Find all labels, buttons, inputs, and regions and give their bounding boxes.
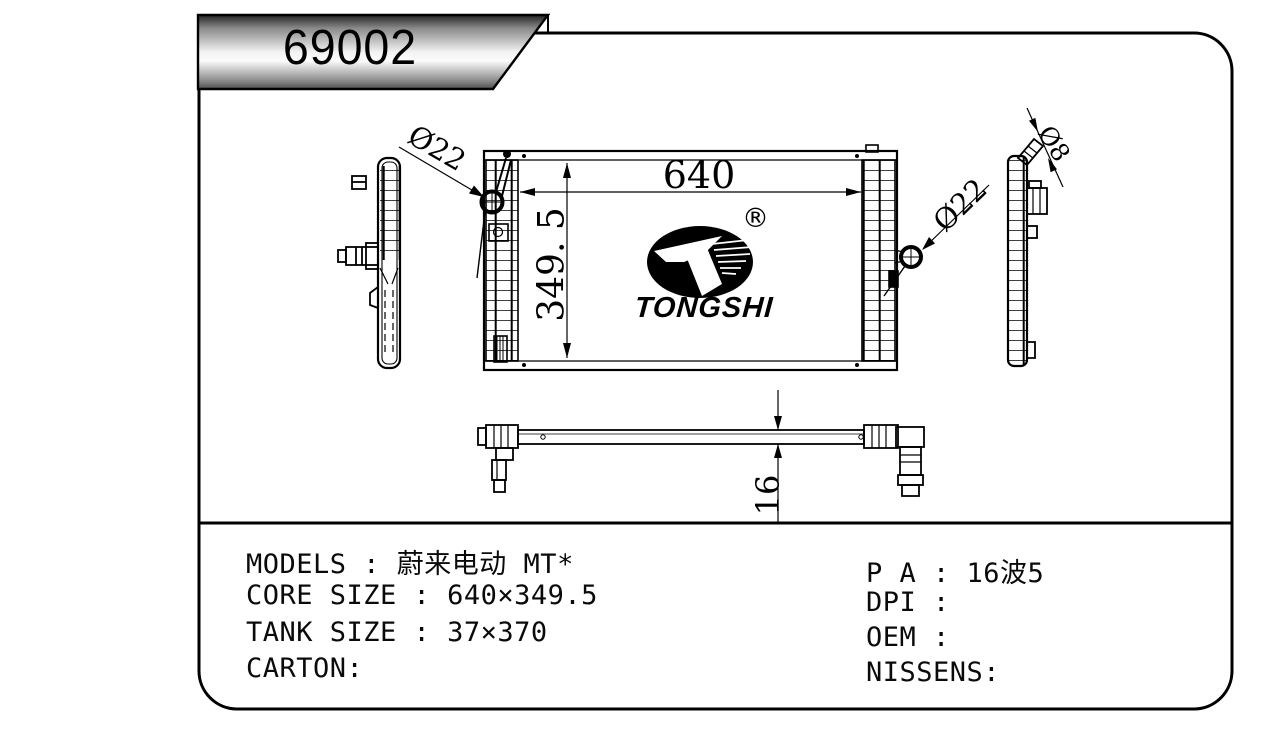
spec-tank-size: TANK SIZE : 37×370 — [246, 617, 548, 648]
dimension-height-349-5 — [563, 163, 571, 358]
tongshi-logo-icon — [647, 226, 753, 298]
dimension-thickness-16 — [774, 390, 782, 522]
spec-core-size: CORE SIZE : 640×349.5 — [246, 580, 598, 611]
spec-carton: CARTON: — [246, 653, 364, 684]
right-port-fitting — [883, 245, 923, 297]
part-number-badge — [196, 13, 551, 91]
dimension-width-640 — [520, 188, 861, 196]
left-side-view — [337, 156, 402, 370]
spec-models: MODELS : 蔚来电动 MT* — [246, 549, 574, 580]
bottom-view — [477, 390, 925, 522]
bottom-right-fitting — [863, 424, 925, 497]
brand-name: TONGSHI — [633, 292, 775, 324]
spec-nissens: NISSENS: — [866, 657, 1001, 688]
leader-left-port — [398, 146, 484, 197]
dimension-pipe-o8 — [1026, 107, 1064, 188]
spec-oem: OEM : — [866, 622, 967, 653]
dimension-label-thickness: 16 — [749, 474, 787, 516]
left-port-fitting — [476, 150, 512, 279]
spec-pa: P A : 16波5 — [866, 558, 1045, 589]
registered-trademark-icon: ® — [742, 203, 769, 234]
part-number: 69002 — [282, 21, 418, 75]
front-view — [476, 144, 923, 372]
sheet-border — [197, 31, 1234, 711]
bottom-left-fitting — [477, 424, 519, 493]
spec-dpi: DPI : — [866, 587, 967, 618]
dimension-label-height: 349. 5 — [531, 207, 573, 322]
dimension-label-width: 640 — [662, 153, 736, 197]
leader-right-port — [922, 184, 990, 250]
right-side-view — [1006, 107, 1064, 368]
